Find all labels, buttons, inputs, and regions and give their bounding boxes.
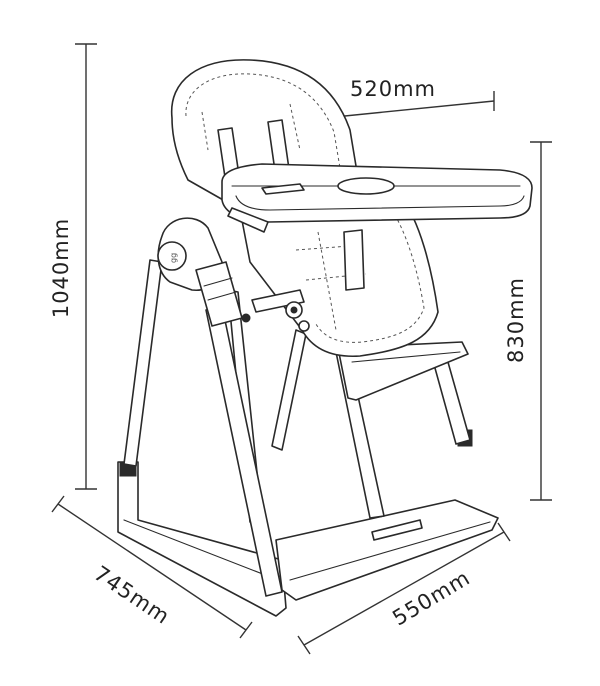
seat-width-label: 520mm (350, 77, 436, 101)
brand-badge: gg (169, 253, 178, 263)
height-label: 1040mm (49, 218, 73, 318)
highchair-illustration: gg (117, 59, 533, 617)
depth-label: 745mm (90, 561, 175, 629)
width-dimension-line (297, 522, 511, 655)
side-frame-arm (251, 289, 310, 332)
width-label: 550mm (388, 566, 474, 631)
height-dimension-line (75, 43, 97, 490)
tray (221, 163, 533, 233)
seat-cushion (239, 195, 439, 358)
right-base-foot (275, 429, 499, 601)
depth-dimension-line (51, 495, 253, 639)
tray-height-label: 830mm (504, 277, 528, 363)
tray-height-dimension-line (530, 141, 552, 501)
footrest (337, 341, 469, 401)
recline-hinge: gg (157, 217, 251, 327)
